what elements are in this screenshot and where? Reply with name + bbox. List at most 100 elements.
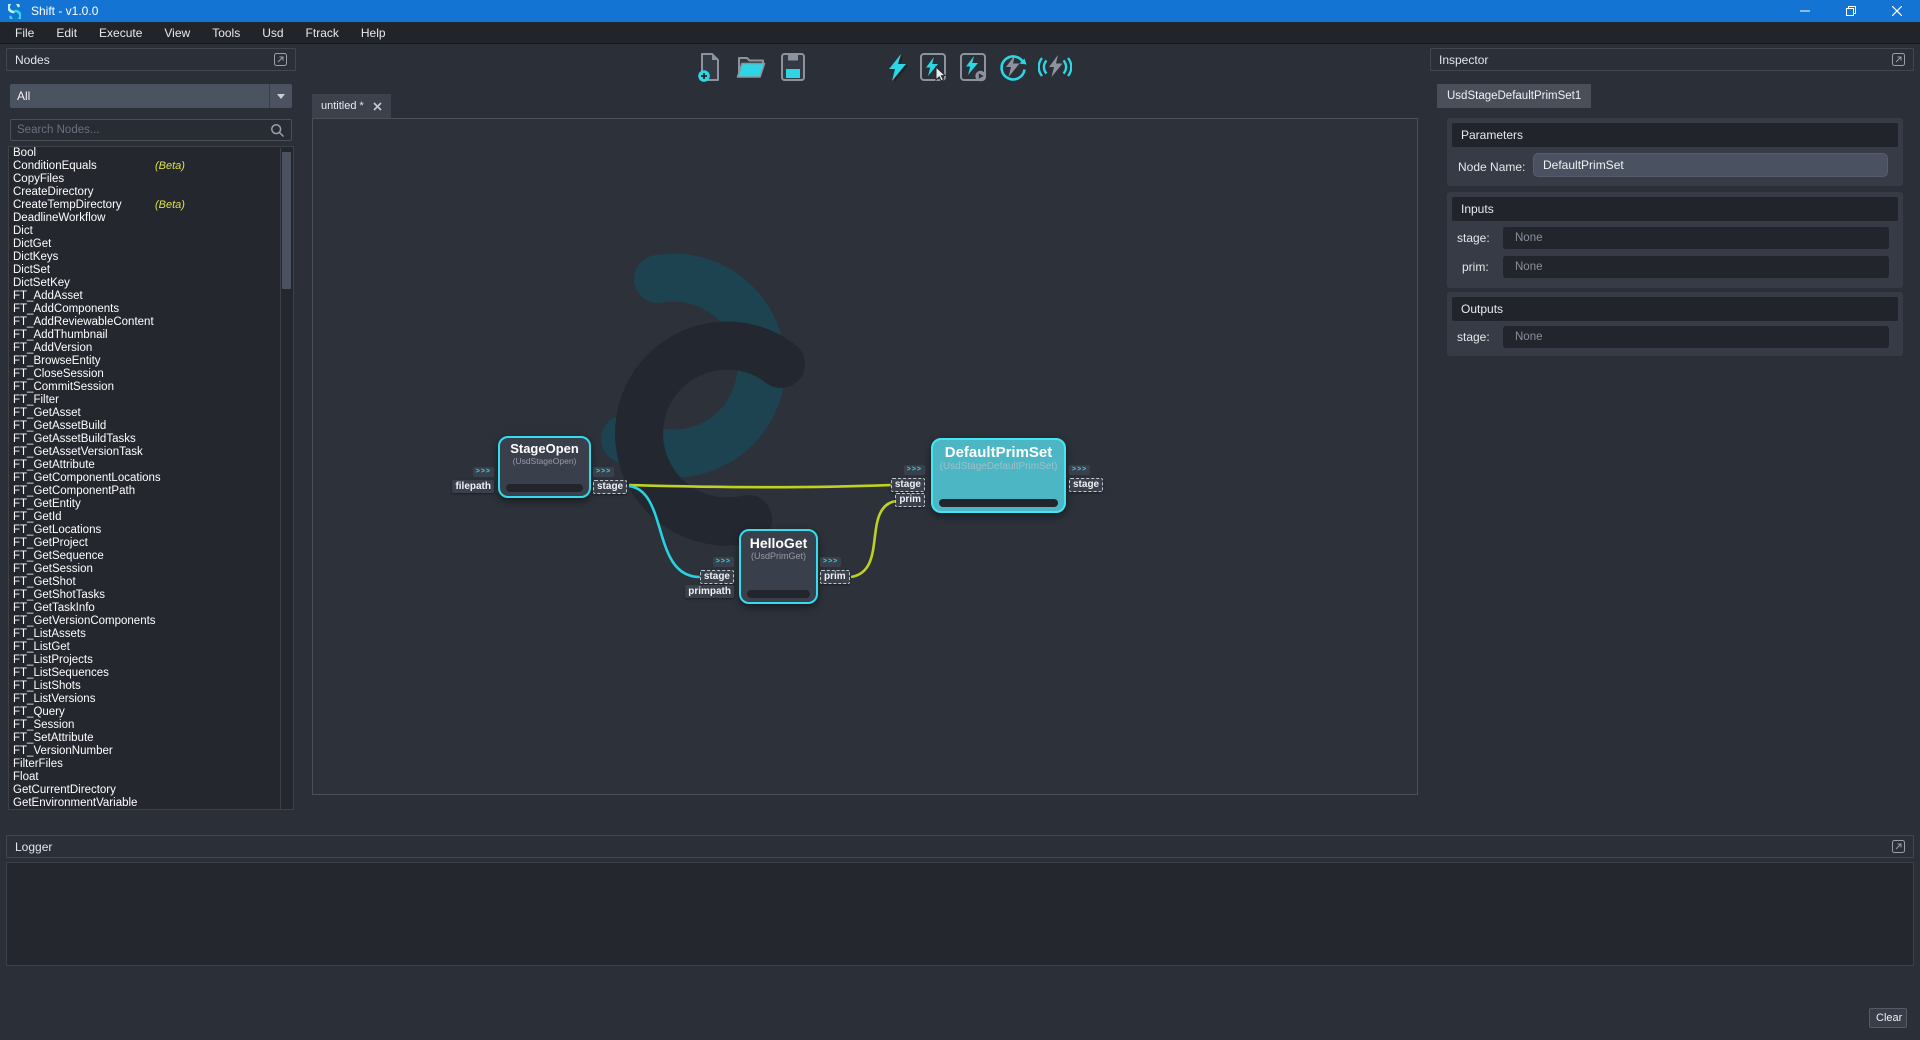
list-item[interactable]: FT_Session	[13, 719, 75, 731]
scrollbar-thumb[interactable]	[282, 152, 291, 289]
re-execute-button[interactable]	[994, 47, 1032, 87]
list-item[interactable]: FT_GetComponentPath	[13, 485, 136, 497]
list-item[interactable]: FT_ListAssets	[13, 628, 86, 640]
wire-helloget-to-defaultprimset[interactable]	[850, 499, 897, 579]
list-item[interactable]: FT_CommitSession	[13, 381, 114, 393]
maximize-button[interactable]	[1828, 0, 1874, 22]
list-item[interactable]: CreateDirectory	[13, 186, 94, 198]
list-item[interactable]: GetEnvironmentVariable	[13, 797, 138, 809]
node-graph-canvas[interactable]: StageOpen (UsdStageOpen) >>> filepath >>…	[312, 118, 1418, 795]
menu-item[interactable]: Usd	[262, 25, 284, 40]
list-item[interactable]: FT_GetAsset	[13, 407, 81, 419]
list-item[interactable]: FT_AddComponents	[13, 303, 120, 315]
input-port-chevron[interactable]: >>>	[472, 467, 494, 477]
list-item[interactable]: FT_GetLocations	[13, 524, 102, 536]
minimize-button[interactable]	[1782, 0, 1828, 22]
list-item[interactable]: DictGet	[13, 238, 52, 250]
list-item[interactable]: FT_Filter	[13, 394, 59, 406]
wire-stageopen-to-defaultprimset[interactable]	[628, 483, 892, 489]
open-file-button[interactable]	[732, 47, 770, 87]
list-item[interactable]: FT_GetId	[13, 511, 62, 523]
menu-item[interactable]: Help	[360, 25, 386, 40]
list-item[interactable]: DictSetKey	[13, 277, 70, 289]
list-item[interactable]: Dict	[13, 225, 33, 237]
list-item[interactable]: FT_ListVersions	[13, 693, 96, 705]
logger-output[interactable]	[6, 862, 1914, 966]
graph-node-stageopen[interactable]: StageOpen (UsdStageOpen)	[498, 436, 591, 498]
input-port-chevron[interactable]: >>>	[903, 465, 925, 475]
output-port-chevron[interactable]: >>>	[593, 467, 615, 477]
port-prim-in[interactable]: prim	[895, 493, 925, 507]
execute-selected-button[interactable]	[914, 47, 952, 87]
list-item[interactable]: FT_GetShotTasks	[13, 589, 106, 601]
undock-panel-icon[interactable]	[1892, 53, 1905, 66]
execute-from-node-button[interactable]	[954, 47, 992, 87]
menu-item[interactable]: Ftrack	[305, 25, 339, 40]
list-item[interactable]: DictKeys	[13, 251, 59, 263]
node-name-input[interactable]	[1533, 153, 1888, 177]
input-port-chevron[interactable]: >>>	[712, 557, 734, 567]
list-item[interactable]: FT_AddVersion	[13, 342, 93, 354]
list-item[interactable]: Float	[13, 771, 39, 783]
port-filepath-in[interactable]: filepath	[452, 480, 494, 493]
graph-node-defaultprimset[interactable]: DefaultPrimSet (UsdStageDefaultPrimSet)	[931, 438, 1066, 513]
list-item[interactable]: FT_ListSequences	[13, 667, 109, 679]
list-item[interactable]: CreateTempDirectory(Beta)	[13, 199, 185, 211]
list-item[interactable]: FT_GetProject	[13, 537, 88, 549]
list-item[interactable]: FT_GetComponentLocations	[13, 472, 161, 484]
list-item[interactable]: FT_BrowseEntity	[13, 355, 101, 367]
port-stage-in[interactable]: stage	[699, 570, 734, 584]
list-item[interactable]: FT_ListProjects	[13, 654, 93, 666]
tab-close-icon[interactable]	[373, 101, 382, 111]
list-item[interactable]: FT_GetShot	[13, 576, 76, 588]
list-item[interactable]: GetCurrentDirectory	[13, 784, 116, 796]
list-item[interactable]: FT_AddReviewableContent	[13, 316, 154, 328]
live-execute-button[interactable]	[1036, 47, 1074, 87]
execute-button[interactable]	[878, 47, 916, 87]
save-file-button[interactable]	[774, 47, 812, 87]
list-item[interactable]: FT_AddThumbnail	[13, 329, 108, 341]
list-item[interactable]: FT_AddAsset	[13, 290, 83, 302]
port-stage-out[interactable]: stage	[593, 480, 628, 494]
list-item[interactable]: FT_GetEntity	[13, 498, 81, 510]
list-item[interactable]: FT_ListShots	[13, 680, 81, 692]
list-item[interactable]: FT_Query	[13, 706, 65, 718]
list-item[interactable]: FT_GetAttribute	[13, 459, 95, 471]
list-item[interactable]: FT_CloseSession	[13, 368, 104, 380]
menu-item[interactable]: Tools	[212, 25, 241, 40]
list-item[interactable]: DictSet	[13, 264, 51, 276]
list-item[interactable]: Bool	[13, 147, 37, 159]
port-stage-in[interactable]: stage	[890, 478, 925, 492]
new-file-button[interactable]	[690, 47, 728, 87]
list-item[interactable]: FT_ListGet	[13, 641, 70, 653]
search-input[interactable]	[11, 124, 270, 136]
list-item[interactable]: FT_SetAttribute	[13, 732, 94, 744]
wire-stageopen-to-helloget[interactable]	[628, 484, 701, 579]
list-item[interactable]: FT_VersionNumber	[13, 745, 113, 757]
menu-item[interactable]: Execute	[99, 25, 143, 40]
port-stage-out[interactable]: stage	[1069, 478, 1104, 492]
port-prim-out[interactable]: prim	[820, 570, 850, 584]
list-item[interactable]: FT_GetVersionComponents	[13, 615, 156, 627]
graph-tab[interactable]: untitled *	[312, 94, 391, 118]
close-button[interactable]	[1874, 0, 1920, 22]
list-item[interactable]: FT_GetSequence	[13, 550, 104, 562]
menu-item[interactable]: View	[164, 25, 191, 40]
menu-item[interactable]: File	[15, 25, 35, 40]
port-primpath-in[interactable]: primpath	[685, 585, 734, 598]
output-port-chevron[interactable]: >>>	[820, 557, 842, 567]
list-item[interactable]: FT_GetAssetBuildTasks	[13, 433, 136, 445]
list-item[interactable]: FT_GetSession	[13, 563, 93, 575]
list-item[interactable]: FT_GetAssetVersionTask	[13, 446, 143, 458]
output-port-chevron[interactable]: >>>	[1069, 465, 1091, 475]
list-item[interactable]: CopyFiles	[13, 173, 65, 185]
list-item[interactable]: FT_GetTaskInfo	[13, 602, 95, 614]
node-list-scrollbar[interactable]	[280, 148, 292, 809]
list-item[interactable]: FilterFiles	[13, 758, 63, 770]
graph-node-helloget[interactable]: HelloGet (UsdPrimGet)	[739, 529, 818, 604]
inspector-tab[interactable]: UsdStageDefaultPrimSet1	[1437, 84, 1592, 108]
list-item[interactable]: ConditionEquals(Beta)	[13, 160, 185, 172]
undock-panel-icon[interactable]	[1892, 840, 1905, 853]
menu-item[interactable]: Edit	[56, 25, 78, 40]
list-item[interactable]: FT_GetAssetBuild	[13, 420, 107, 432]
